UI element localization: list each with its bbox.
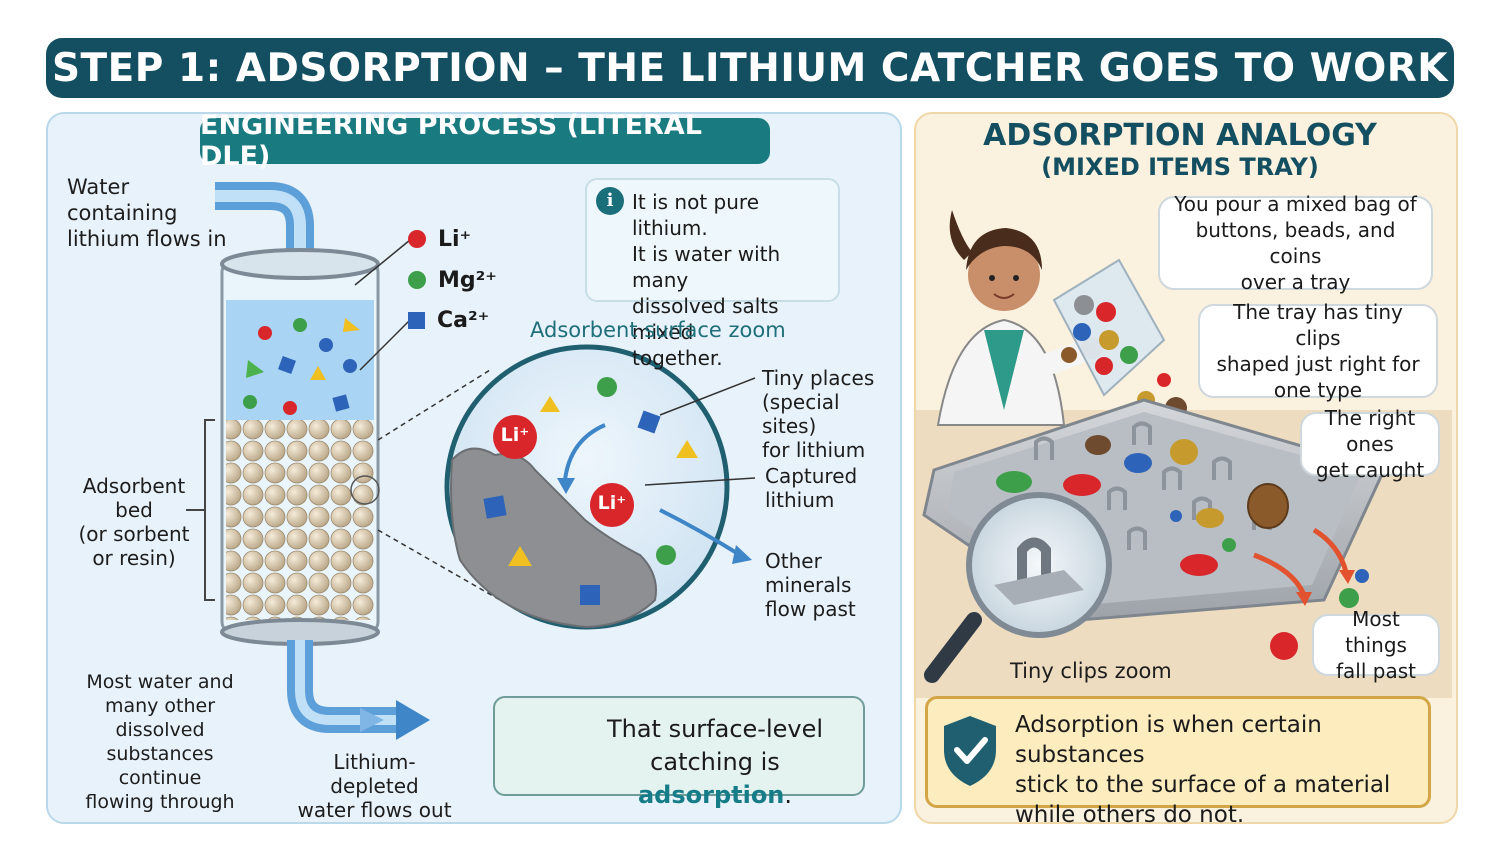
magnifier-icon [966, 492, 1112, 638]
definition-box [925, 696, 1431, 808]
mg-ion-icon [408, 271, 426, 289]
inflow-line-1: Water containing [67, 175, 178, 225]
bed-label: Adsorbent bed (or sorbent or resin) [78, 474, 190, 570]
li-ion-icon [408, 230, 426, 248]
captured-label: Captured lithium [765, 464, 858, 512]
adsorbent-bed [226, 420, 374, 620]
inflow-label: Water containing lithium flows in [67, 174, 237, 252]
analogy-title: ADSORPTION ANALOGY [983, 118, 1377, 153]
info-note-text: It is not pure lithium. It is water with… [632, 190, 781, 370]
conclusion-text: That surface-level catching is adsorptio… [606, 715, 824, 809]
page-title: STEP 1: ADSORPTION – THE LITHIUM CATCHER… [46, 38, 1454, 98]
definition-text: Adsorption is when certain substances st… [1015, 712, 1391, 828]
callout-fall: Most things fall past [1312, 607, 1440, 683]
analogy-subtitle: (MIXED ITEMS TRAY) [1041, 153, 1319, 181]
shield-check-icon-2 [944, 716, 996, 786]
outflow-label: Lithium-depleted water flows out [297, 750, 452, 822]
through-label: Most water and many other dissolved subs… [85, 671, 235, 813]
conclusion-box [493, 696, 865, 796]
inflow-line-2: lithium flows in [67, 227, 227, 251]
other-minerals-label: Other minerals flow past [765, 549, 856, 621]
legend-li: Li⁺ [408, 224, 518, 254]
outflow-pipe [287, 640, 400, 733]
zoom-title: Adsorbent surface zoom [530, 318, 786, 342]
legend-ca: Ca²⁺ [408, 305, 518, 335]
items-bag [1052, 258, 1166, 397]
column-illustration [186, 182, 756, 784]
callout-caught: The right ones get caught [1300, 406, 1440, 482]
ion-legend: Li⁺ Mg²⁺ Ca²⁺ [408, 224, 518, 335]
li-ion-label-1: Li⁺ [500, 424, 530, 446]
callout-pour: You pour a mixed bag of buttons, beads, … [1158, 192, 1433, 294]
li-ion-label-2: Li⁺ [597, 492, 627, 514]
clips-zoom-label: Tiny clips zoom [1010, 659, 1172, 683]
legend-mg: Mg²⁺ [408, 265, 518, 295]
sites-label: Tiny places (special sites) for lithium [762, 366, 875, 462]
adsorption-term: adsorption [637, 781, 785, 809]
engineering-title: ENGINEERING PROCESS (LITERAL DLE) [200, 110, 770, 172]
tray-illustration [916, 210, 1452, 698]
callout-clips: The tray has tiny clips shaped just righ… [1198, 300, 1438, 402]
info-icon: i [596, 187, 624, 215]
ca-ion-icon [408, 311, 425, 329]
info-note-box [585, 178, 840, 302]
